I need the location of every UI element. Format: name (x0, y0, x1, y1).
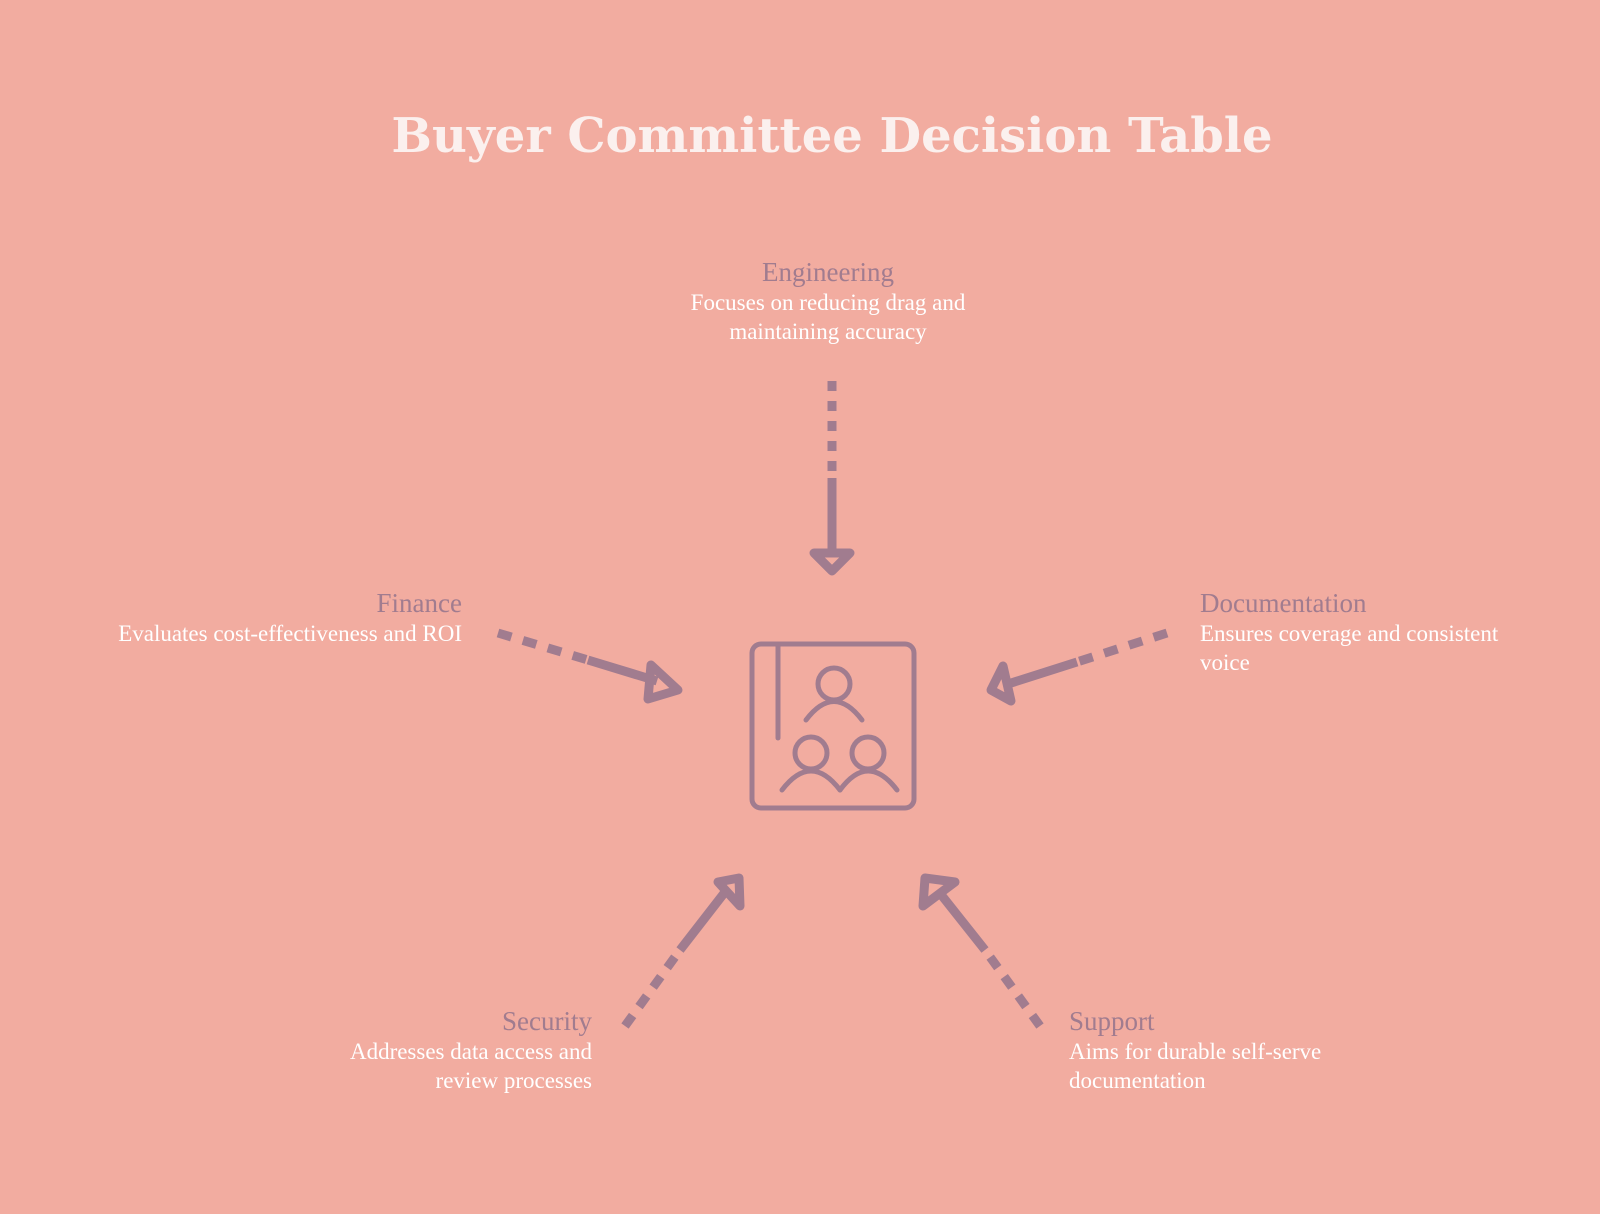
node-documentation: Documentation Ensures coverage and consi… (1200, 587, 1550, 677)
node-finance: Finance Evaluates cost-effectiveness and… (118, 587, 462, 648)
node-description: Aims for durable self-serve documentatio… (1069, 1039, 1322, 1093)
node-description: Focuses on reducing drag and maintaining… (690, 290, 966, 344)
node-title: Documentation (1200, 588, 1367, 618)
node-title: Security (502, 1006, 592, 1036)
page-title: Buyer Committee Decision Table (391, 108, 1273, 164)
engineering-arrow (809, 381, 855, 576)
node-security: Security Addresses data access and revie… (300, 1005, 592, 1095)
node-title: Engineering (762, 257, 894, 287)
node-description: Addresses data access and review process… (349, 1039, 592, 1093)
node-engineering: Engineering Focuses on reducing drag and… (658, 256, 998, 346)
committee-icon (749, 641, 917, 811)
node-description: Ensures coverage and consistent voice (1200, 621, 1499, 675)
node-title: Support (1069, 1006, 1155, 1036)
support-arrow (918, 873, 1044, 1029)
security-arrow (621, 873, 745, 1029)
node-description: Evaluates cost-effectiveness and ROI (118, 621, 462, 646)
node-title: Finance (376, 588, 462, 618)
finance-arrow (496, 628, 683, 704)
node-support: Support Aims for durable self-serve docu… (1069, 1005, 1379, 1095)
documentation-arrow (986, 628, 1169, 706)
